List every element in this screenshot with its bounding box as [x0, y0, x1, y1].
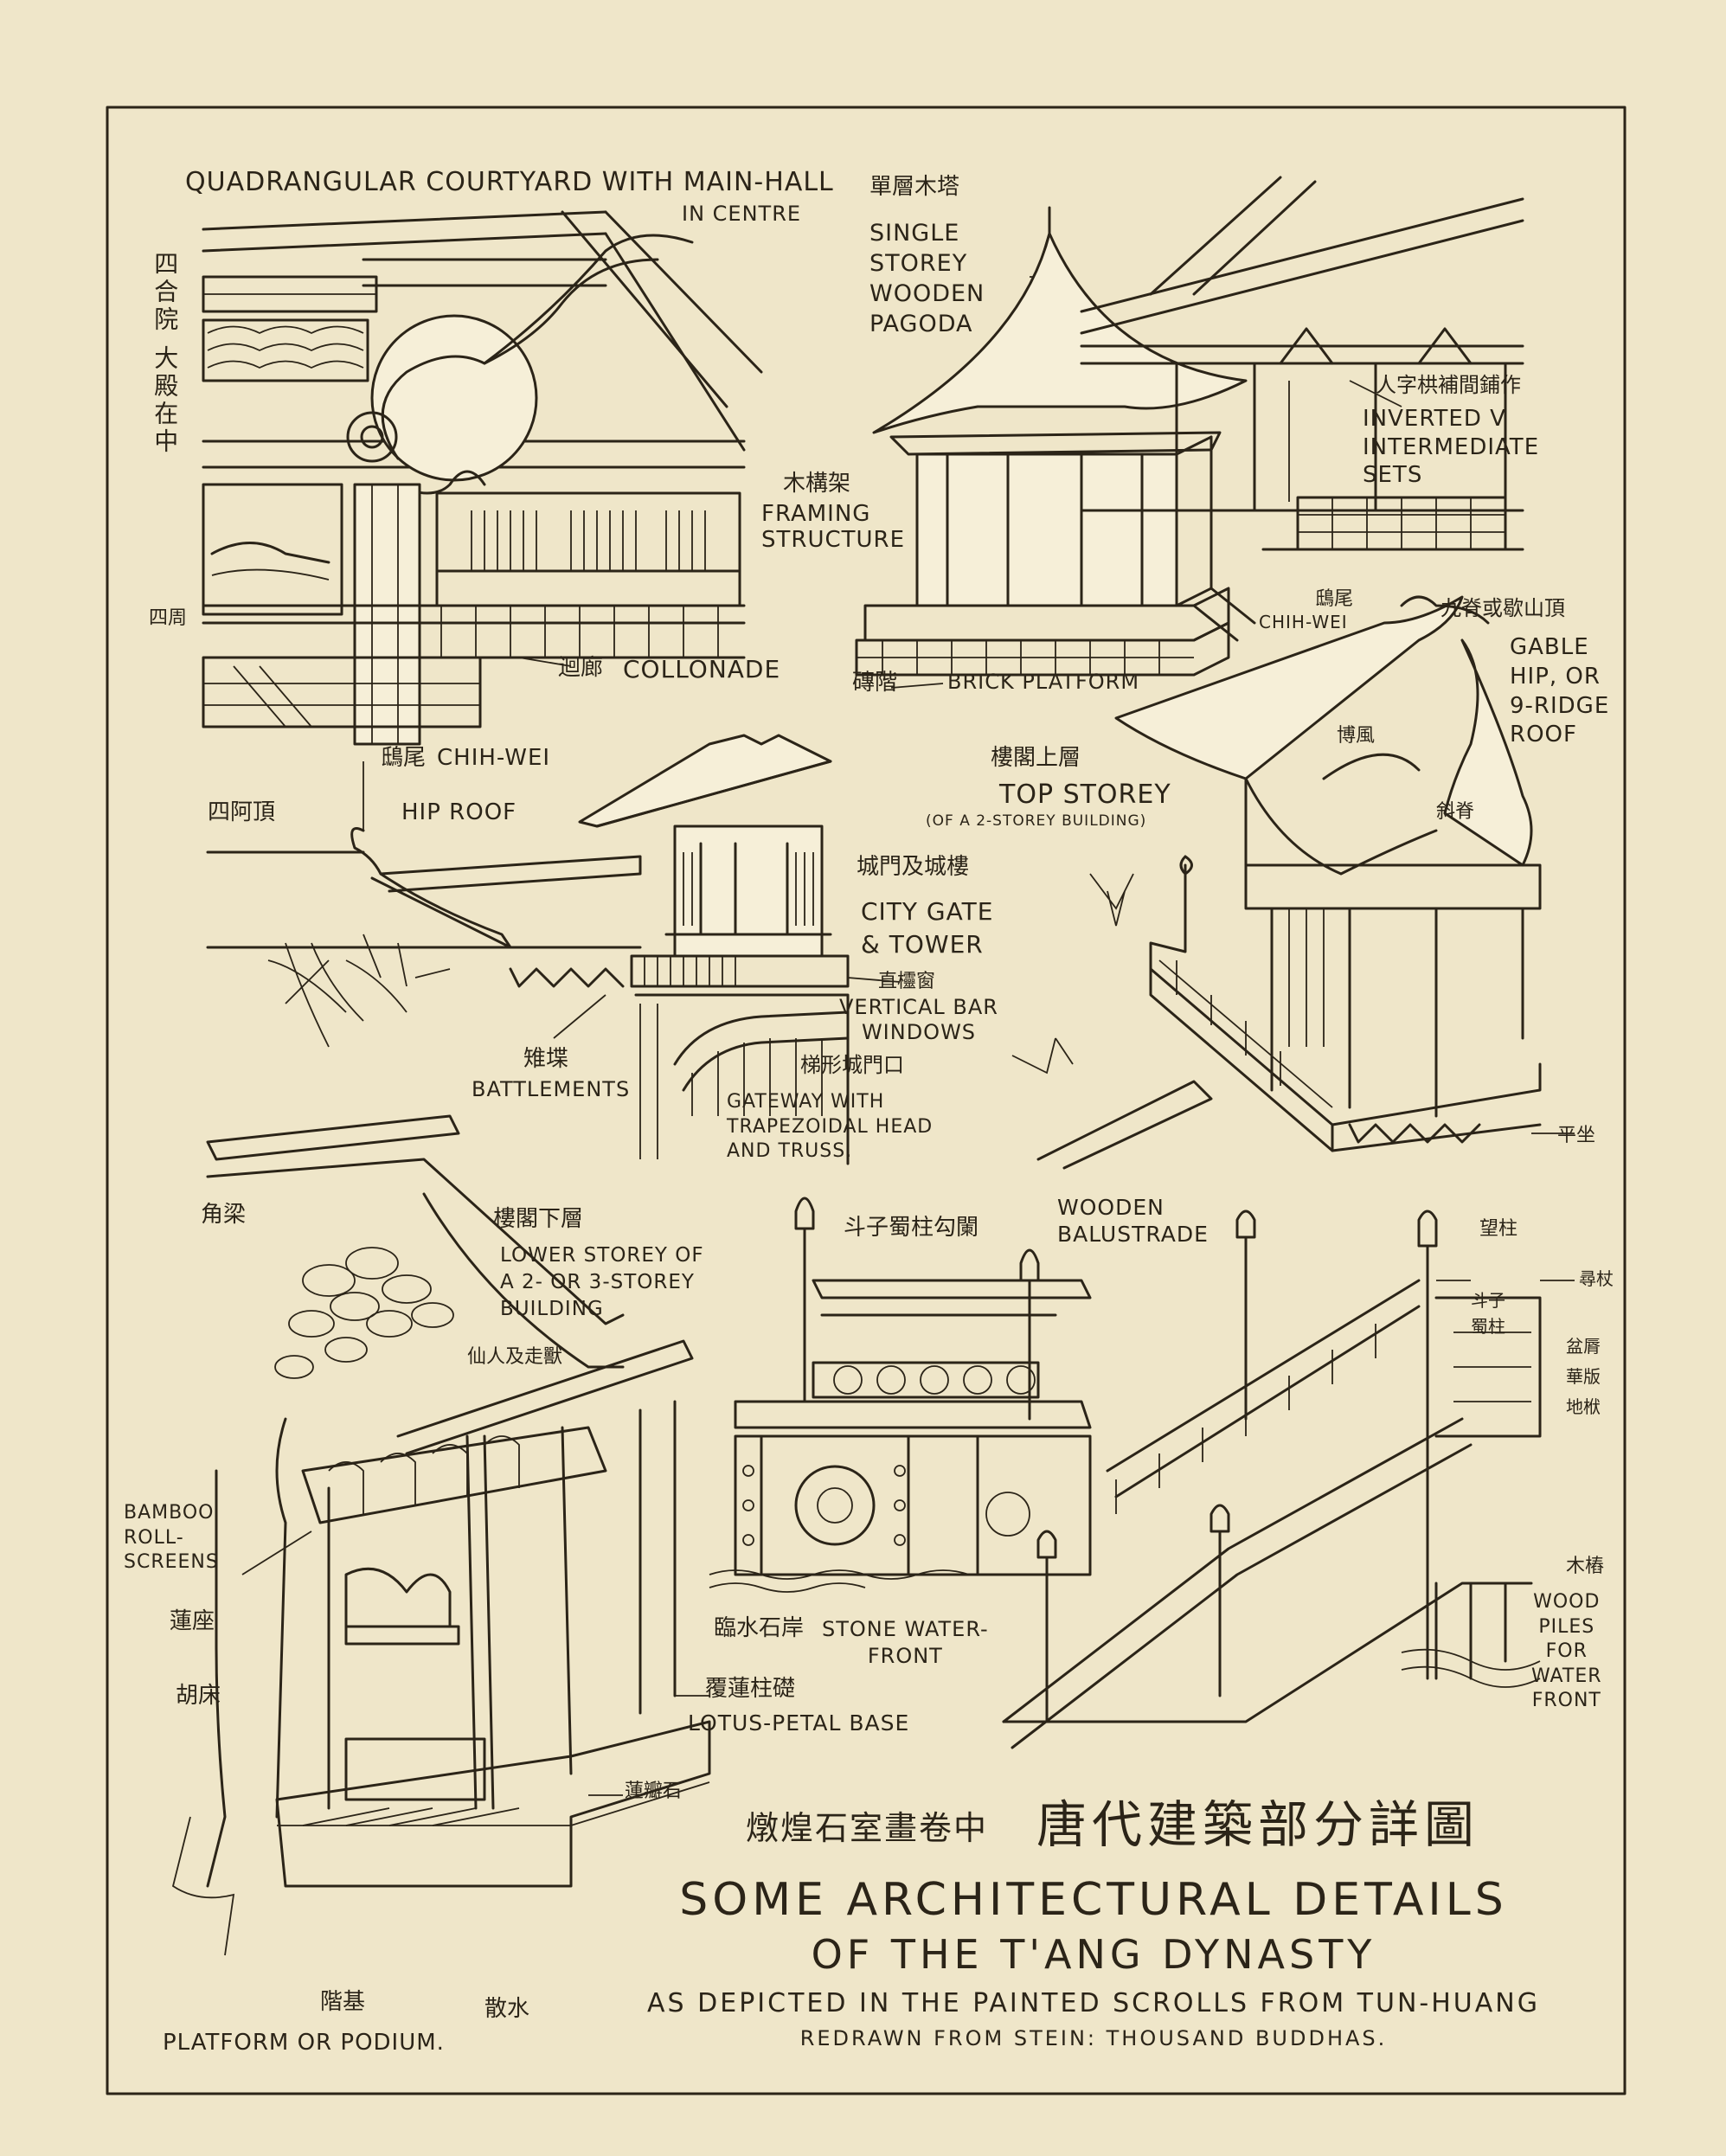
sheet-border — [106, 106, 1627, 2095]
bed-cjk: 胡床 — [176, 1683, 221, 1709]
staircase-drawing — [1002, 1210, 1542, 1749]
courtyard-title-2: IN CENTRE — [682, 202, 802, 226]
courtyard-drawing — [202, 210, 763, 746]
pile-r7: 地栿 — [1566, 1396, 1601, 1417]
title-cjk-small: 燉煌石室畫卷中 — [746, 1809, 989, 1847]
balustrade-label: WOODEN BALUSTRADE — [1057, 1195, 1209, 1248]
base2-cjk: 散水 — [484, 1996, 530, 2022]
corner-cjk: 角梁 — [201, 1202, 247, 1228]
windows-label: VERTICAL BAR WINDOWS — [839, 995, 998, 1044]
balustrade-drawing — [709, 1197, 1092, 1593]
pile-r2: 尋杖 — [1579, 1268, 1614, 1289]
colonnade-label: COLLONADE — [623, 655, 781, 683]
pile-r6: 華版 — [1566, 1366, 1601, 1387]
hiproof-label: HIP ROOF — [401, 799, 517, 825]
gable-label: GABLE HIP, OR 9-RIDGE ROOF — [1510, 634, 1610, 748]
bamboo-label: BAMBOO ROLL- SCREENS — [124, 1502, 219, 1574]
pile-r1: 望柱 — [1479, 1218, 1518, 1240]
hiproof-drawing — [206, 827, 642, 1048]
hiproof-cjk: 四阿頂 — [208, 799, 276, 825]
gable-chihwei: CHIH-WEI — [1259, 612, 1348, 632]
lotus-base-cjk: 覆蓮柱礎 — [705, 1676, 796, 1702]
balustrade-cjk: 斗子蜀柱勾闌 — [844, 1215, 979, 1241]
gable-drawing — [1011, 595, 1542, 1170]
gateway-cjk: 梯形城門口 — [800, 1053, 904, 1077]
lower-storey-drawing — [171, 1114, 711, 1956]
pagoda-cjk: 單層木塔 — [869, 174, 960, 200]
title-cjk-large: 唐代建築部分詳圖 — [1036, 1795, 1480, 1854]
bracket-cjk: 人字栱補間鋪作 — [1376, 373, 1521, 397]
lower-storey-cjk: 樓閣下層 — [493, 1206, 584, 1232]
battlements-cjk: 雉堞 — [523, 1046, 569, 1072]
title-line-2: OF THE T'ANG DYNASTY — [811, 1931, 1376, 1978]
gable-label-a: 博風 — [1337, 725, 1376, 747]
pile-r4: 蜀柱 — [1471, 1316, 1505, 1337]
stone-cjk: 蓮瓣石 — [625, 1781, 683, 1802]
framing-cjk: 木構架 — [783, 471, 851, 497]
pagoda-label: SINGLE STOREY WOODEN PAGODA — [869, 220, 985, 338]
gable-label-b: 斜脊 — [1436, 801, 1475, 823]
battlements-label: BATTLEMENTS — [472, 1077, 631, 1101]
courtyard-left-cjk: 四周 — [149, 607, 188, 629]
hiproof-chihwei: CHIH-WEI — [437, 745, 551, 771]
title-line-1: SOME ARCHITECTURAL DETAILS — [679, 1874, 1508, 1926]
waterfront-cjk: 臨水石岸 — [714, 1615, 805, 1641]
pile-r5: 盆脣 — [1566, 1336, 1601, 1357]
bracket-label: INVERTED V INTERMEDIATE SETS — [1363, 406, 1540, 488]
top-storey-label: TOP STOREY — [999, 780, 1171, 810]
brick-platform-label: BRICK PLATFORM — [947, 670, 1140, 694]
lower-storey-label: LOWER STOREY OF A 2- OR 3-STOREY BUILDIN… — [500, 1244, 704, 1321]
pile-r3: 斗子 — [1471, 1290, 1505, 1311]
piles-cjk: 木樁 — [1566, 1556, 1605, 1577]
platform-cjk: 磚階 — [852, 670, 898, 696]
citygate-label: CITY GATE & TOWER — [861, 897, 994, 959]
courtyard-cjk-vertical: 四合院 大殿在中 — [151, 251, 180, 456]
citygate-cjk: 城門及城樓 — [857, 854, 970, 880]
lotus-base-label: LOTUS-PETAL BASE — [688, 1710, 910, 1736]
framing-label: FRAMING STRUCTURE — [761, 501, 906, 553]
gable-chihwei-cjk: 鴟尾 — [1315, 588, 1354, 610]
gable-cjk: 九脊或歇山頂 — [1440, 596, 1565, 620]
bracket-drawing — [1080, 176, 1524, 551]
hiproof-chihwei-cjk: 鴟尾 — [381, 745, 427, 771]
lotus-seat-cjk: 蓮座 — [170, 1608, 215, 1634]
gateway-label: GATEWAY WITH TRAPEZOIDAL HEAD AND TRUSS. — [727, 1091, 934, 1163]
xianren-cjk: 仙人及走獸 — [467, 1346, 563, 1368]
courtyard-title: QUADRANGULAR COURTYARD with MAIN-HALL — [185, 167, 834, 197]
citygate-drawing — [578, 734, 850, 1165]
base1-cjk: 階基 — [320, 1989, 366, 2015]
title-line-4: REDRAWN FROM STEIN: THOUSAND BUDDHAS. — [799, 2026, 1388, 2050]
top-storey-sub: (OF A 2-STOREY BUILDING) — [926, 812, 1147, 830]
windows-cjk: 直欞窗 — [878, 971, 936, 992]
piles-label: WOOD PILES FOR WATER FRONT — [1531, 1591, 1602, 1712]
gable-label-c: 平坐 — [1557, 1125, 1596, 1146]
pagoda-drawing — [855, 206, 1256, 677]
platform-podium-label: PLATFORM OR PODIUM. — [163, 2030, 445, 2056]
leader-lines — [241, 380, 1575, 1796]
colonnade-cjk: 迴廊 — [558, 655, 604, 681]
title-line-3: AS DEPICTED IN THE PAINTED SCROLLS FROM … — [647, 1988, 1540, 2018]
waterfront-label: STONE WATER- FRONT — [822, 1617, 989, 1669]
top-storey-cjk: 樓閣上層 — [991, 745, 1081, 771]
